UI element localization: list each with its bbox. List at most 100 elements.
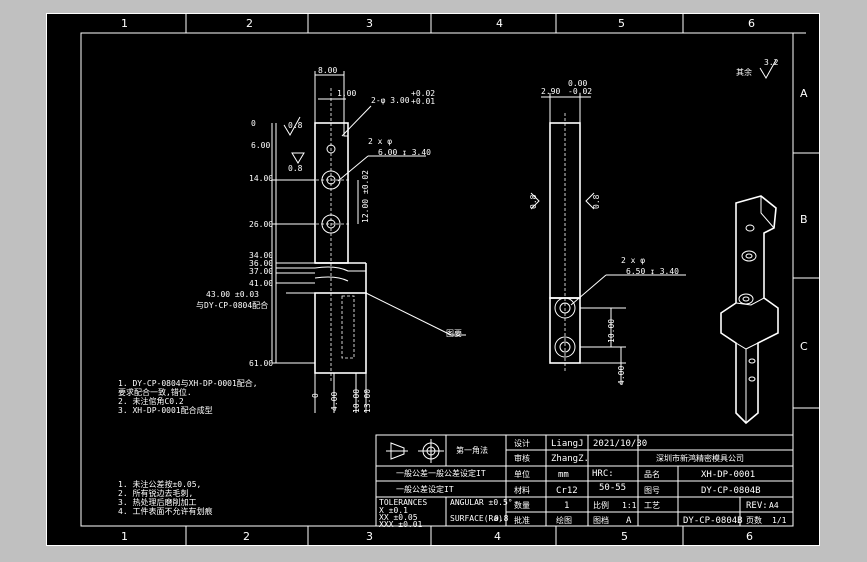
- tol-xxx: XXX ±0.01: [379, 520, 423, 529]
- note2-line1: 1. 未注公差按±0.05,: [118, 479, 201, 489]
- design-date: 2021/10/30: [593, 439, 647, 449]
- zone-col-5-top: 5: [618, 17, 625, 30]
- tolerances-label: TOLERANCES: [379, 498, 427, 507]
- note2-line3: 3. 热处理后磨削加工: [118, 497, 196, 507]
- note1-line4: 3. XH-DP-0001配合成型: [118, 405, 213, 415]
- ord-14: 14.00: [249, 174, 273, 183]
- tech-notes: 1. DY-CP-0804与XH-DP-0001配合, 要求配合一致,错位. 2…: [118, 378, 258, 516]
- approve-label: 批准: [514, 515, 530, 525]
- dim-bottom-13: 13.00: [363, 389, 372, 413]
- dim-side-tol-top: 0.00: [568, 79, 587, 88]
- zone-col-2-top: 2: [246, 17, 253, 30]
- general-tol-note-a: 一般公差一般公差设定IT: [396, 468, 486, 478]
- dim-side-width: 2.90: [541, 87, 560, 96]
- counterbore-note-2: 6.00 ↧ 3.40: [378, 148, 431, 157]
- note2-line2: 2. 所有锐边去毛刺,: [118, 488, 193, 498]
- dim-inner-width: 1.00: [337, 89, 356, 98]
- dim-bottom-0: 0: [311, 393, 320, 398]
- dim-side-tol-bottom: -0.02: [568, 87, 592, 96]
- unit-value: mm: [558, 470, 569, 480]
- part-no: DY-CP-0804B: [701, 486, 761, 496]
- rev-label: REV:: [746, 501, 768, 511]
- general-roughness: 其余 3.2: [736, 58, 779, 79]
- size-value: A4: [769, 501, 779, 510]
- design-label: 设计: [514, 438, 530, 448]
- drawing-no: DY-CP-0804B: [683, 516, 743, 526]
- dim-overall: 43.00 ±0.03: [206, 290, 259, 299]
- scale-value: 1:1: [622, 501, 637, 510]
- zone-col-5-bottom: 5: [621, 530, 628, 543]
- ord-36: 36.00: [249, 259, 273, 268]
- name-label: 品名: [644, 469, 660, 479]
- hrc-value: 50-55: [599, 483, 626, 493]
- roughness-front-1: 0.8: [288, 121, 303, 130]
- ord-41: 41.00: [249, 279, 273, 288]
- front-view: 8.00 1.00 2-φ 3.00 +0.02 +0.01 2 x φ 6.0…: [196, 66, 466, 413]
- zone-col-6-top: 6: [748, 17, 755, 30]
- roughness-general-value: 3.2: [764, 58, 779, 67]
- unit-label: 单位: [514, 469, 530, 479]
- tol-x: X ±0.1: [379, 506, 408, 515]
- zone-row-a: A: [800, 87, 808, 100]
- inner-border: [80, 32, 794, 527]
- note1-line1: 1. DY-CP-0804与XH-DP-0001配合,: [118, 378, 258, 388]
- title-block: 第一角法 一般公差一般公差设定IT 一般公差设定IT TOLERANCES X …: [375, 434, 794, 529]
- zone-col-1-top: 1: [121, 17, 128, 30]
- zone-col-4-bottom: 4: [494, 530, 501, 543]
- surface-label: SURFACE(Ra): [450, 514, 503, 523]
- general-tol-note-b: 一般公差设定IT: [396, 484, 454, 494]
- roughness-side-left: 0.8: [529, 194, 538, 209]
- tol-xx: XX ±0.05: [379, 513, 418, 522]
- part-name: XH-DP-0001: [701, 470, 755, 480]
- roughness-side-right: 0.8: [592, 194, 601, 209]
- scale-label: 比例: [593, 500, 609, 510]
- outer-border: [46, 13, 820, 546]
- drawing-sheet: 1 2 3 4 5 6 1 2 3 4 5 6 A B C 8.00 1.00 …: [46, 13, 820, 546]
- part-no-label: 图号: [644, 486, 660, 495]
- zone-col-2-bottom: 2: [243, 530, 250, 543]
- company-name: 深圳市新鸿精密模具公司: [656, 453, 744, 463]
- designer-name: LiangJ: [551, 439, 584, 449]
- side-view: 2.90 0.00 -0.02 0.8 0.8 2 x φ 6.50 ↧ 3.4…: [529, 79, 686, 385]
- dim-top-width: 8.00: [318, 66, 337, 75]
- note2-line4: 4. 工件表面不允许有划痕: [118, 506, 212, 516]
- roughness-front-2: 0.8: [288, 164, 303, 173]
- note1-line3: 2. 未注倌角C0.2: [118, 396, 184, 406]
- qty-value: 1: [564, 501, 569, 511]
- material-value: Cr12: [556, 486, 578, 496]
- dim-overall-note: 与DY-CP-0804配合: [196, 300, 268, 310]
- dim-bottom-10: 10.00: [352, 389, 361, 413]
- drawing-no-label: 图档: [593, 515, 609, 525]
- zone-col-3-bottom: 3: [366, 530, 373, 543]
- ord-26: 26.00: [249, 220, 273, 229]
- zone-col-3-top: 3: [366, 17, 373, 30]
- ord-0: 0: [251, 119, 256, 128]
- checker-name: ZhangZ.: [551, 454, 589, 464]
- qty-label: 数量: [514, 500, 530, 510]
- sheet-label: 页数: [746, 515, 762, 525]
- zone-col-4-top: 4: [496, 17, 503, 30]
- dim-bottom-4: 4.00: [330, 392, 339, 411]
- zone-row-c: C: [800, 340, 808, 353]
- dim-side-4: 4.00: [617, 366, 626, 385]
- zone-col-6-bottom: 6: [746, 530, 753, 543]
- ord-37: 37.00: [249, 267, 273, 276]
- note1-line2: 要求配合一致,错位.: [118, 387, 192, 397]
- material-label: 材料: [514, 485, 530, 495]
- surface-value: 0.8: [494, 514, 509, 523]
- ord-34: 34.00: [249, 251, 273, 260]
- angular-label: ANGULAR ±0.5°: [450, 498, 513, 507]
- counterbore-note-1: 2 x φ: [368, 137, 392, 146]
- ord-6: 6.00: [251, 141, 270, 150]
- zone-ticks: [185, 13, 820, 546]
- revision-value: A: [626, 516, 632, 526]
- hole-note-1: 2-φ 3.00: [371, 96, 410, 105]
- hole-tol-plus: +0.02: [411, 89, 435, 98]
- process-label: 工艺: [644, 501, 660, 510]
- hrc-label: HRC:: [592, 469, 614, 479]
- angle-label: 第一角法: [456, 445, 488, 455]
- isometric-view: [720, 195, 779, 425]
- dim-vertical-12: 12.00 ±0.02: [361, 170, 370, 223]
- side-counterbore-1: 2 x φ: [621, 256, 645, 265]
- zone-row-b: B: [800, 213, 808, 226]
